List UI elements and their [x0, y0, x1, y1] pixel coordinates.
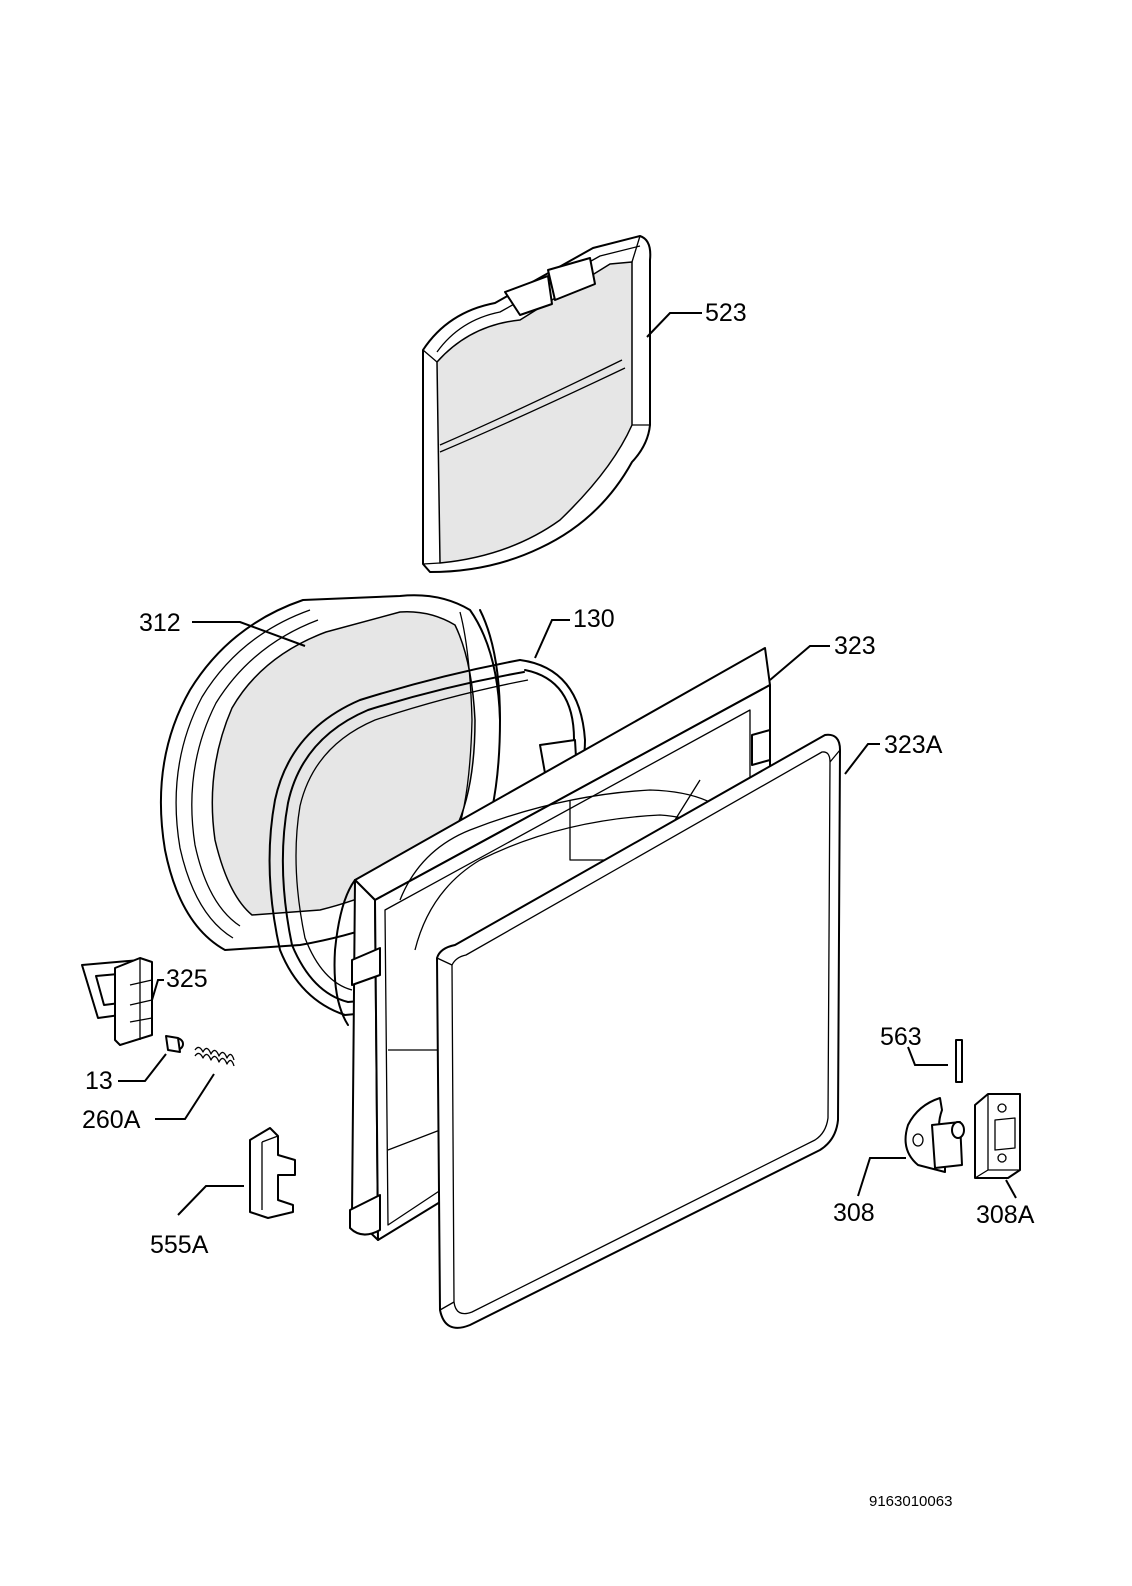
leader-130 [534, 619, 570, 659]
leader-323 [769, 645, 830, 681]
label-523: 523 [705, 299, 747, 327]
hinge-pin-part [955, 1039, 963, 1083]
label-555a: 555A [150, 1231, 209, 1259]
leader-325 [151, 979, 164, 1001]
label-308: 308 [833, 1199, 875, 1227]
spring-part [194, 1046, 235, 1067]
catch-part [249, 1127, 296, 1219]
leader-555a [177, 1185, 244, 1216]
leader-13 [118, 1053, 167, 1082]
lint-filter-part [422, 235, 652, 573]
latch-part [81, 957, 153, 1046]
drawing-code: 9163010063 [869, 1493, 952, 1510]
hinge-plate-part [974, 1093, 1021, 1179]
leader-523 [646, 312, 702, 338]
label-312: 312 [139, 609, 181, 637]
leader-323a [844, 743, 880, 775]
label-323: 323 [834, 632, 876, 660]
leader-312 [192, 621, 306, 647]
label-130: 130 [573, 605, 615, 633]
leader-lines [118, 312, 1017, 1216]
leader-260a [155, 1073, 215, 1120]
hinge-part [904, 1097, 965, 1173]
screw-part [165, 1035, 184, 1053]
label-308a: 308A [976, 1201, 1035, 1229]
leader-308a [1005, 1179, 1017, 1199]
label-563: 563 [880, 1023, 922, 1051]
label-13: 13 [85, 1067, 113, 1095]
leader-563 [907, 1046, 948, 1066]
leader-308 [857, 1157, 906, 1197]
label-323a: 323A [884, 731, 943, 759]
label-260a: 260A [82, 1106, 141, 1134]
label-325: 325 [166, 965, 208, 993]
callout-labels: 523 312 130 323 323A 325 13 260A 555A 56… [82, 299, 1035, 1259]
outer-door-panel-part [436, 733, 841, 1329]
